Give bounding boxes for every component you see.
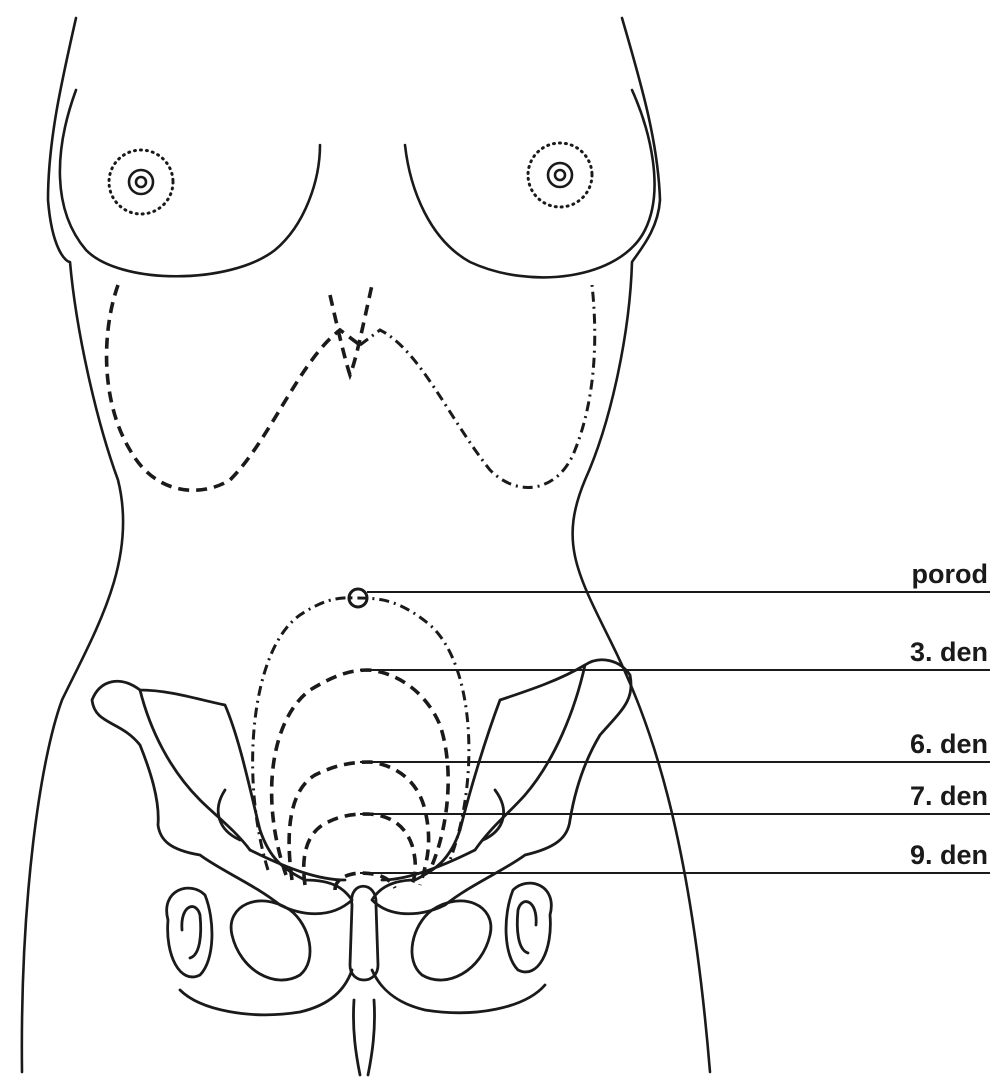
right-acetabulum-inner (517, 902, 536, 953)
left-acetabulum-inner (182, 907, 201, 958)
sacrum-line-right (368, 1000, 375, 1075)
left-iliac-inner-crest (140, 690, 250, 850)
right-acetabulum-outer (506, 883, 551, 972)
right-nipple-inner-icon (555, 170, 565, 180)
labels: porod 3. den 6. den 7. den 9. den (910, 559, 988, 870)
left-areola-icon (109, 150, 173, 214)
left-nipple-inner-icon (136, 177, 146, 187)
label-day7: 7. den (910, 781, 988, 811)
label-day6: 6. den (910, 729, 988, 759)
torso-left-side (22, 18, 123, 1072)
fundus-curve-day6 (289, 762, 428, 885)
left-acetabulum-outer (167, 888, 212, 977)
label-day9: 9. den (910, 840, 988, 870)
rib-cage-right (360, 285, 595, 487)
left-nipple-outer-icon (129, 170, 153, 194)
rib-cage-left (107, 285, 360, 490)
fundus-curve-day3 (272, 670, 449, 875)
right-areola-icon (528, 143, 592, 207)
left-sacroiliac-curve (218, 790, 240, 840)
sacrum-line-left (353, 1000, 360, 1075)
torso-outline (22, 18, 710, 1072)
fundus-curve-porod (253, 598, 469, 870)
label-day3: 3. den (910, 637, 988, 667)
rib-cage (107, 285, 595, 490)
sternum-xiphoid (330, 285, 372, 375)
right-nipple-outer-icon (548, 163, 572, 187)
label-porod: porod (912, 559, 988, 589)
uterus-involution-curves (253, 589, 469, 890)
breasts (60, 90, 655, 277)
left-breast-outline (60, 90, 320, 276)
pelvis (92, 660, 631, 1075)
